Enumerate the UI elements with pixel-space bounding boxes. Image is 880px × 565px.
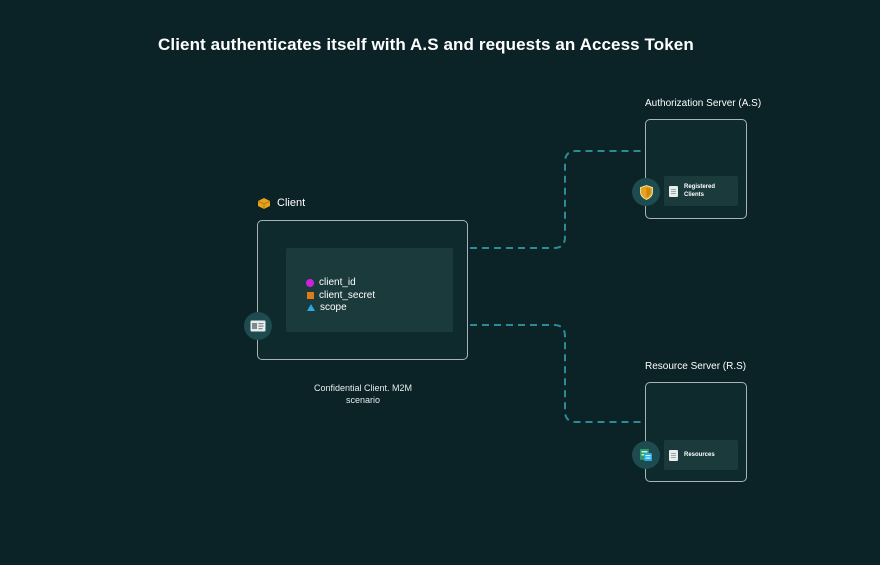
credential-text: client_id bbox=[319, 277, 356, 288]
resources-panel: Resources bbox=[664, 440, 738, 470]
id-card-icon bbox=[250, 320, 266, 332]
authorization-server-badge bbox=[632, 178, 660, 206]
credential-client-id: client_id bbox=[306, 277, 356, 288]
credential-scope: scope bbox=[306, 302, 347, 313]
key-package-icon bbox=[257, 198, 271, 209]
connector-client-to-as bbox=[470, 150, 645, 249]
resource-server-badge bbox=[632, 441, 660, 469]
client-caption: Confidential Client. M2M scenario bbox=[313, 383, 413, 405]
resource-server-label: Resource Server (R.S) bbox=[645, 361, 747, 372]
credential-client-secret: client_secret bbox=[306, 290, 375, 301]
authorization-server-label: Authorization Server (A.S) bbox=[645, 98, 762, 109]
credential-text: client_secret bbox=[319, 290, 376, 301]
client-label-text: Client bbox=[277, 197, 306, 209]
registered-clients-panel: Registered Clients bbox=[664, 176, 738, 206]
credentials-panel bbox=[286, 248, 453, 332]
connector-client-to-rs bbox=[470, 324, 645, 423]
credential-text: scope bbox=[320, 302, 347, 313]
client-label: Client bbox=[257, 197, 305, 209]
document-icon bbox=[669, 449, 678, 461]
circle-marker-icon bbox=[306, 278, 314, 287]
triangle-marker-icon bbox=[307, 304, 315, 311]
client-badge bbox=[244, 312, 272, 340]
diagram-title: Client authenticates itself with A.S and… bbox=[158, 35, 694, 54]
resources-text: Resources bbox=[684, 452, 715, 458]
registry-icon bbox=[669, 185, 678, 197]
square-marker-icon bbox=[307, 292, 314, 299]
shield-icon bbox=[639, 184, 653, 200]
registered-clients-text: Registered Clients bbox=[684, 184, 716, 198]
server-icon bbox=[640, 449, 652, 461]
